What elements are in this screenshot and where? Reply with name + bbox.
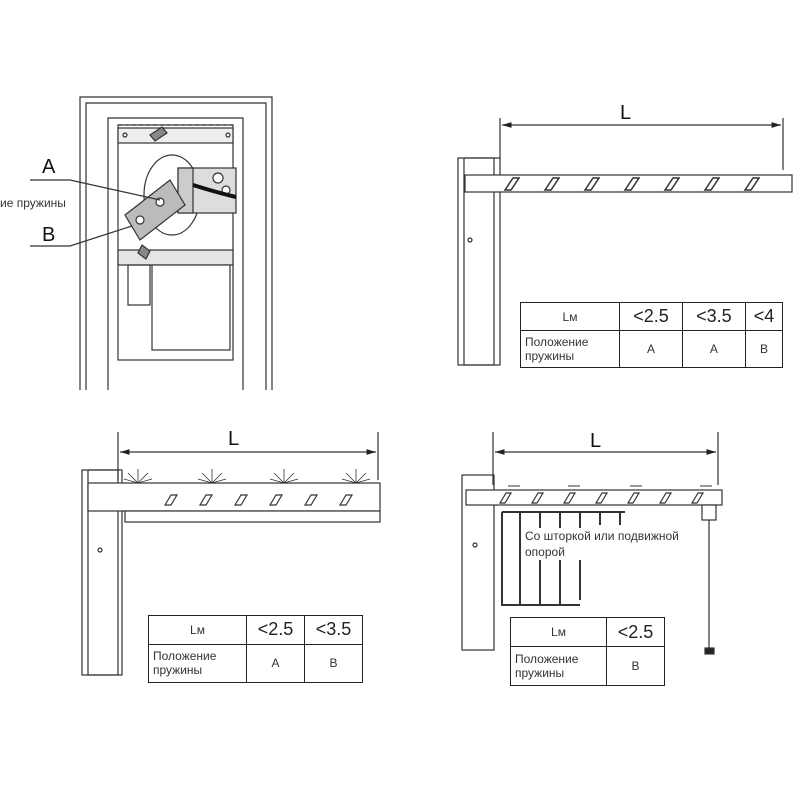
table-header: Lм <box>510 616 607 648</box>
dimension-l: L <box>620 102 632 124</box>
spec-table: Lм <2.5 <3.5 <4 Положение пружины A A B <box>520 301 784 368</box>
barrier-simple-boom <box>457 118 793 366</box>
row-label: Положение пружины <box>148 643 247 684</box>
barrier-boom-with-skirt <box>461 432 723 655</box>
length-cell: <4 <box>744 301 784 332</box>
label-b: B <box>42 224 56 246</box>
barrier-boom-with-lights <box>81 432 381 676</box>
table-header: Lм <box>148 615 247 645</box>
dimension-l: L <box>228 428 240 450</box>
spec-table: Lм <2.5 Положение пружины B <box>510 616 665 686</box>
position-cell: A <box>681 330 746 368</box>
dimension-l: L <box>590 430 602 452</box>
spec-table: Lм <2.5 <3.5 Положение пружины A B <box>148 615 363 684</box>
position-cell: B <box>304 643 363 684</box>
length-cell: <2.5 <box>246 615 305 645</box>
position-cell: B <box>606 646 665 686</box>
position-cell: B <box>744 330 784 368</box>
position-cell: A <box>619 330 683 368</box>
length-cell: <3.5 <box>681 301 746 332</box>
label-a: A <box>42 156 56 178</box>
row-label: Положение пружины <box>510 646 607 686</box>
spring-position-label: Положение пружины <box>0 196 66 210</box>
length-cell: <2.5 <box>606 616 665 648</box>
table-header: Lм <box>520 301 620 332</box>
length-cell: <2.5 <box>619 301 683 332</box>
length-cell: <3.5 <box>304 615 363 645</box>
skirt-note: Со шторкой или подвижной опорой <box>525 528 685 560</box>
row-label: Положение пружины <box>520 330 620 368</box>
barrier-housing-interior <box>30 96 273 390</box>
position-cell: A <box>246 643 305 684</box>
